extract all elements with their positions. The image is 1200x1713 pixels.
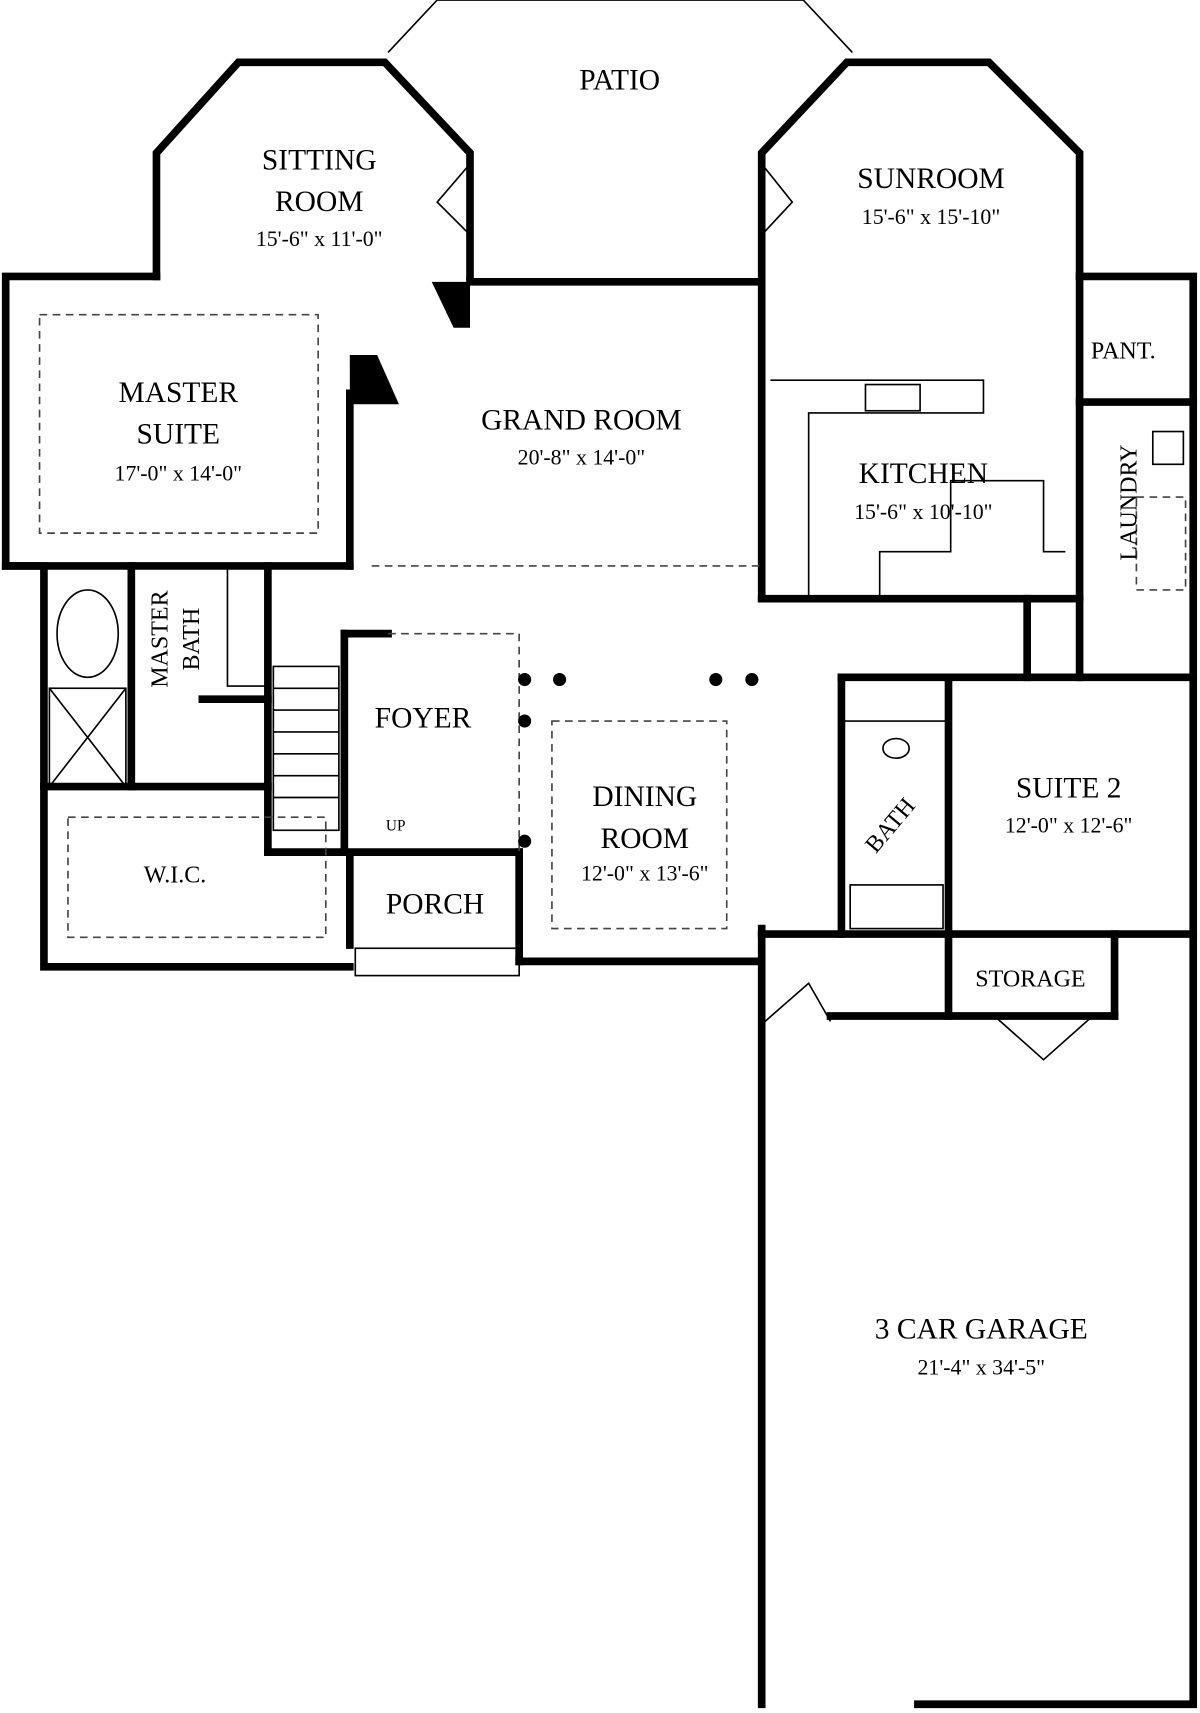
master-suite-dims: 17'-0" x 14'-0" [115, 462, 243, 486]
dining-room-dims: 12'-0" x 13'-6" [581, 862, 709, 886]
porch-label: PORCH [386, 888, 484, 920]
sunroom-label: SUNROOM [857, 163, 1004, 195]
master-suite-label-2: SUITE [137, 419, 221, 451]
laundry-label: LAUNDRY [1116, 444, 1142, 560]
stairs-up-label: UP [386, 817, 406, 834]
garage-dims: 21'-4" x 34'-5" [918, 1355, 1046, 1379]
foyer-label: FOYER [375, 703, 472, 735]
sitting-room-label-1: SITTING [262, 144, 377, 176]
kitchen-fixtures [770, 379, 1187, 599]
dining-room-label-1: DINING [592, 781, 697, 813]
exterior-walls [1, 272, 1198, 1709]
columns [518, 672, 759, 848]
grand-room-dims: 20'-8" x 14'-0" [518, 445, 646, 469]
dining-room-label-2: ROOM [601, 823, 689, 855]
stairs [272, 665, 340, 832]
garage-label: 3 CAR GARAGE [875, 1313, 1088, 1345]
suite-2-dims: 12'-0" x 12'-6" [1005, 813, 1133, 837]
suite-2-label: SUITE 2 [1016, 773, 1122, 805]
sunroom-dims: 15'-6" x 15'-10" [862, 205, 1000, 229]
kitchen-label: KITCHEN [859, 458, 988, 490]
bath-label: BATH [861, 793, 921, 858]
wic-label: W.I.C. [144, 863, 207, 889]
kitchen-dims: 15'-6" x 10'-10" [854, 500, 992, 524]
master-bath-label-2: BATH [179, 608, 205, 671]
sitting-room-dims: 15'-6" x 11'-0" [256, 227, 383, 251]
sunroom-walls [757, 58, 1084, 281]
sitting-room-walls [152, 58, 474, 281]
interior-walls [38, 313, 766, 1709]
pantry-label: PANT. [1091, 338, 1156, 364]
patio-label: PATIO [579, 65, 660, 97]
grand-room-label: GRAND ROOM [481, 404, 682, 436]
patio-outline [387, 0, 853, 53]
master-bath-label-1: MASTER [147, 590, 173, 687]
master-suite-label-1: MASTER [119, 377, 239, 409]
right-wing-walls [757, 594, 1198, 1061]
sitting-room-label-2: ROOM [275, 186, 363, 218]
storage-label: STORAGE [975, 967, 1085, 993]
room-labels: PATIO SITTING ROOM 15'-6" x 11'-0" SUNRO… [115, 65, 1156, 1380]
